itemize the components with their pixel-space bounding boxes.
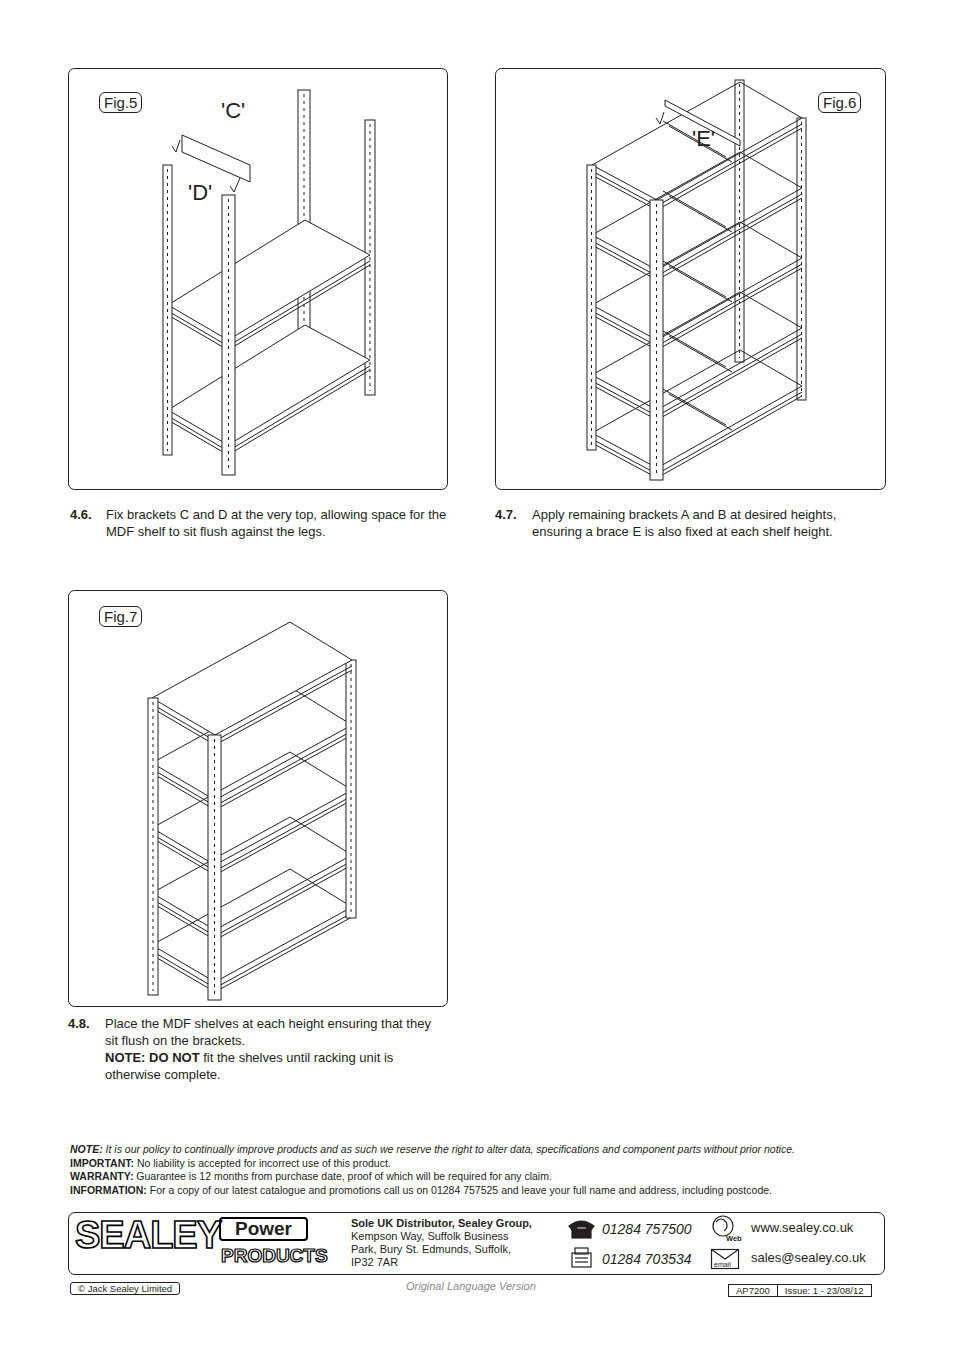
email-address: sales@sealey.co.uk	[751, 1250, 866, 1266]
box-text: AP7200	[736, 1285, 770, 1296]
text-group: Fix brackets C and D at the very top, al…	[106, 506, 451, 540]
text-group: Original Language Version	[406, 1278, 606, 1295]
box-text: Fig.6	[823, 94, 856, 111]
step-number: 4.7.	[495, 507, 517, 522]
language-note: Original Language Version	[406, 1280, 536, 1292]
note-heading: INFORMATION:	[70, 1184, 147, 1196]
text-group: WARRANTY:Guarantee is 12 months from pur…	[70, 1170, 948, 1183]
text-group: Apply remaining brackets A and B at desi…	[532, 506, 882, 540]
shelf-unit	[163, 90, 375, 475]
box-text: © Jack Sealey Limited	[78, 1283, 172, 1294]
step-number: 4.6.	[70, 507, 92, 522]
brand-logo: SEALEY	[75, 1215, 221, 1255]
text-group: 'C'	[221, 99, 281, 123]
step-text: Apply remaining brackets A and B at desi…	[532, 507, 836, 539]
figure-frame	[69, 69, 886, 1007]
box-text: Issue: 1 - 23/08/12	[785, 1285, 864, 1296]
footer-panel: SEALEYPowerPRODUCTS Sole UK Distributor, …	[68, 1212, 885, 1275]
part-number-box: AP7200	[728, 1284, 778, 1297]
text-group: 4.6.	[70, 506, 106, 523]
address: Kempson Way, Suffolk Business Park, Bury…	[351, 1230, 531, 1269]
figure-label: Fig.7	[99, 606, 142, 627]
contact-icons	[569, 1216, 739, 1269]
website: www.sealey.co.uk	[751, 1220, 853, 1236]
brand-logo: Power	[219, 1217, 308, 1241]
phone-number: 01284 757500	[602, 1221, 692, 1237]
figure-label: Fig.5	[99, 92, 142, 113]
icon-label: email	[714, 1261, 731, 1269]
copyright-box: © Jack Sealey Limited	[70, 1282, 180, 1295]
distributor-name: Sole UK Distributor, Sealey Group,	[351, 1217, 532, 1230]
note-text: For a copy of our latest catalogue and p…	[150, 1184, 772, 1196]
callout-letter: 'E'	[692, 126, 715, 151]
text-group: 'D'	[188, 181, 248, 205]
fax-number: 01284 703534	[602, 1251, 692, 1267]
text-group: 4.7.	[495, 506, 531, 523]
shelf-unit	[148, 622, 356, 1000]
step-text: Place the MDF shelves at each height ens…	[105, 1015, 440, 1049]
shelf-unit	[587, 80, 806, 480]
note-text: No liability is accepted for incorrect u…	[137, 1157, 391, 1169]
note-text: It is our policy to continually improve …	[106, 1143, 795, 1155]
note-heading: WARRANTY:	[70, 1170, 133, 1182]
box-text: Fig.7	[104, 608, 137, 625]
text-group: 'E'	[692, 127, 752, 151]
step-number: 4.8.	[68, 1016, 90, 1031]
brand-logo: PRODUCTS	[221, 1246, 328, 1266]
note-heading: IMPORTANT:	[70, 1157, 134, 1169]
step-text: Fix brackets C and D at the very top, al…	[106, 507, 446, 539]
callout-letter: 'D'	[188, 180, 212, 205]
callout-letter: 'C'	[221, 98, 245, 123]
text-group: INFORMATION:For a copy of our latest cat…	[70, 1184, 948, 1197]
text-group: IMPORTANT:No liability is accepted for i…	[70, 1157, 948, 1170]
text-group: 4.8.	[68, 1015, 104, 1032]
figure-label: Fig.6	[818, 92, 861, 113]
box-text: Fig.5	[104, 94, 137, 111]
text-group: NOTE:It is our policy to continually imp…	[70, 1143, 948, 1156]
issue-box: Issue: 1 - 23/08/12	[777, 1284, 872, 1297]
note-heading: NOTE:	[70, 1143, 103, 1155]
icon-label: Web	[726, 1235, 742, 1243]
step-note: NOTE: DO NOT	[105, 1050, 200, 1065]
text-group: Place the MDF shelves at each height ens…	[105, 1015, 440, 1083]
note-text: Guarantee is 12 months from purchase dat…	[136, 1170, 552, 1182]
